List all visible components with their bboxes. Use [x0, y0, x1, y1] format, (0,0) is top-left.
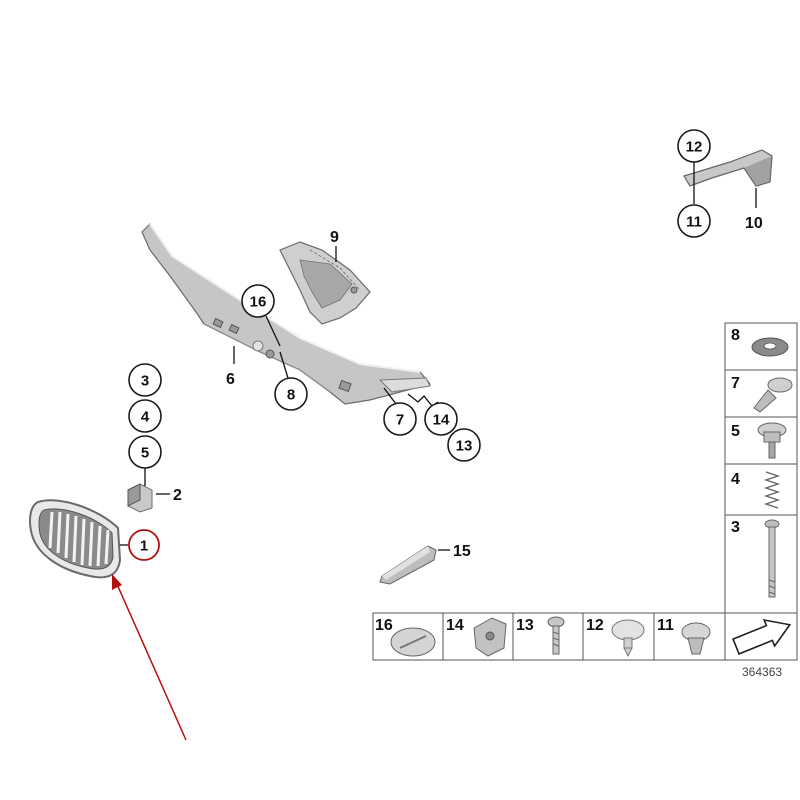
plug-cap-icon	[390, 627, 436, 657]
svg-text:14: 14	[433, 412, 450, 429]
seal-strip-part-15	[379, 545, 437, 585]
highlight-arrow	[112, 574, 187, 741]
legend-right-label-3: 3	[731, 519, 740, 536]
callout-12: 12	[677, 129, 711, 163]
bolt-icon	[764, 519, 780, 598]
screw-grommet-icon	[757, 422, 787, 459]
svg-text:16: 16	[250, 294, 267, 311]
label-10: 10	[745, 215, 763, 232]
leader-7	[383, 387, 397, 405]
callout-4: 4	[128, 399, 162, 433]
legend-bottom-label-11: 11	[657, 617, 674, 634]
cowl-panel-part	[141, 223, 432, 405]
label-15: 15	[453, 543, 471, 560]
legend-right-column: 8 7 5 4 3	[724, 322, 798, 614]
leader-8	[279, 351, 289, 379]
push-rivet-icon	[611, 619, 645, 658]
legend-bottom-label-14: 14	[446, 617, 464, 634]
legend-right-label-4: 4	[731, 471, 740, 488]
callout-11: 11	[677, 204, 711, 238]
svg-text:1: 1	[140, 538, 148, 555]
callout-8: 8	[274, 377, 308, 411]
svg-text:7: 7	[396, 412, 404, 429]
label-9: 9	[330, 229, 339, 246]
svg-text:5: 5	[141, 445, 149, 462]
spring-icon	[763, 471, 781, 509]
grille-clip-part	[127, 483, 153, 513]
svg-text:8: 8	[287, 387, 295, 404]
cover-part-9	[279, 241, 371, 325]
svg-text:11: 11	[686, 214, 702, 231]
label-2: 2	[173, 487, 182, 504]
expansion-nut-icon	[681, 622, 711, 655]
callout-16: 16	[241, 284, 275, 318]
legend-bottom-label-16: 16	[375, 617, 393, 634]
self-tapping-screw-icon	[547, 616, 565, 655]
legend-bottom-label-13: 13	[516, 617, 534, 634]
bracket-part-10	[683, 149, 773, 187]
reference-number: 364363	[742, 665, 782, 679]
callout-5: 5	[128, 435, 162, 469]
legend-bottom-label-12: 12	[586, 617, 604, 634]
svg-text:4: 4	[141, 409, 150, 426]
clip-nut-icon	[473, 617, 507, 657]
svg-text:13: 13	[456, 438, 473, 455]
callout-14: 14	[424, 402, 458, 436]
callout-7: 7	[383, 402, 417, 436]
callout-13: 13	[447, 428, 481, 462]
legend-right-label-5: 5	[731, 423, 740, 440]
callout-3: 3	[128, 363, 162, 397]
legend-bottom-row: 16 14 13 12 11	[372, 612, 798, 661]
label-6: 6	[226, 371, 235, 388]
legend-right-label-7: 7	[731, 375, 740, 392]
legend-right-label-8: 8	[731, 327, 740, 344]
svg-text:3: 3	[141, 373, 149, 390]
expanding-rivet-icon	[753, 377, 793, 413]
kidney-grille-part	[29, 499, 122, 579]
callout-1: 1	[128, 529, 160, 561]
leader-16	[265, 315, 281, 347]
direction-arrow-icon	[732, 618, 792, 655]
svg-text:12: 12	[686, 139, 703, 156]
